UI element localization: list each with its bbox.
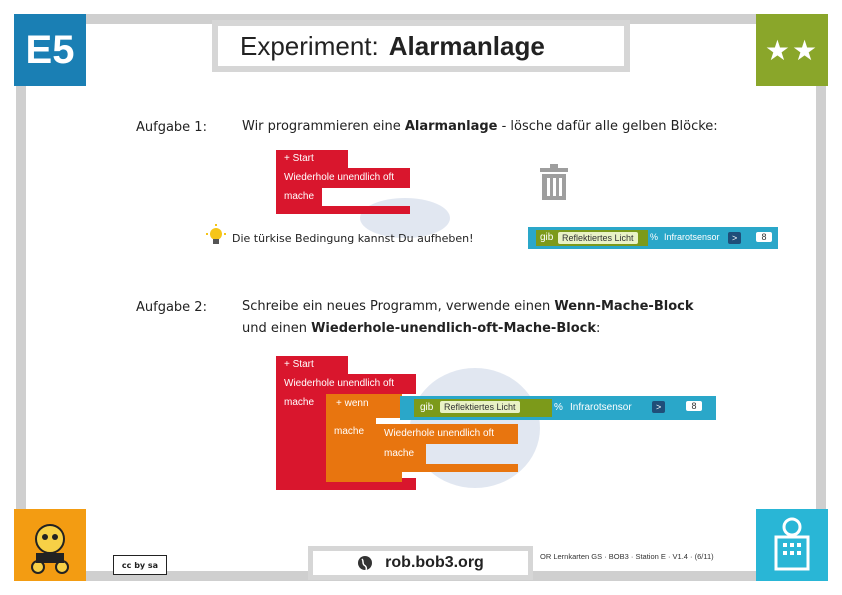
license-text: cc by sa (121, 560, 159, 570)
page-title: Experiment: Alarmanlage (212, 20, 630, 72)
difficulty-stars: ★★ (756, 14, 828, 86)
task2-line1-bold: Wenn-Mache-Block (554, 299, 694, 314)
inner-loop-block[interactable]: Wiederhole unendlich oft (376, 424, 518, 444)
url-text[interactable]: rob.bob3.org (385, 554, 484, 571)
task1-text: Wir programmieren eine Alarmanlage - lös… (242, 116, 718, 138)
title-name: Alarmanlage (388, 30, 545, 61)
task1-label: Aufgabe 1: (136, 120, 207, 135)
loop-do-label: mache (276, 188, 322, 206)
trash-icon[interactable] (536, 164, 572, 202)
sensor-label: Infrarotsensor (664, 232, 720, 242)
title-prefix: Experiment: (240, 30, 379, 61)
mascot-logo (14, 509, 86, 581)
threshold-input[interactable]: 8 (756, 232, 772, 242)
station-badge: E5 (14, 14, 86, 86)
footer-note: OR Lernkarten GS · BOB3 · Station E · V1… (540, 552, 714, 561)
loop-block-bottom (276, 206, 410, 214)
task2-line2-bold: Wiederhole-unendlich-oft-Mache-Block (311, 321, 596, 336)
threshold-input-2[interactable]: 8 (686, 401, 702, 411)
gib-label: gib (540, 232, 554, 243)
start-block-2[interactable]: + Start (276, 356, 348, 374)
if-block-bottom (326, 472, 402, 482)
if-do-label: mache (326, 418, 376, 472)
loop-block[interactable]: Wiederhole unendlich oft (276, 168, 410, 188)
task2-label: Aufgabe 2: (136, 300, 207, 315)
percent-label: % (650, 232, 659, 242)
hint-text: Die türkise Bedingung kannst Du aufheben… (232, 232, 474, 245)
gib-block-2: gib Reflektiertes Licht (414, 399, 552, 417)
gib-block: gib Reflektiertes Licht (536, 230, 648, 246)
inner-do-label: mache (376, 444, 426, 464)
license-badge: cc by sa (113, 555, 167, 575)
percent-label-2: % (554, 402, 563, 413)
sensor-label-2: Infrarotsensor (570, 402, 632, 413)
task2-line1-a: Schreibe ein neues Programm, verwende ei… (242, 299, 555, 314)
condition-block-2[interactable]: gib Reflektiertes Licht % Infrarotsensor… (400, 396, 716, 420)
start-block[interactable]: + Start (276, 150, 348, 168)
sensor-value-dropdown[interactable]: Reflektiertes Licht (558, 232, 638, 244)
globe-icon (358, 556, 373, 571)
task1-text-a: Wir programmieren eine (242, 119, 405, 134)
gib-label-2: gib (420, 402, 434, 413)
task2-line2-b: : (595, 321, 601, 336)
task2-text: Schreibe ein neues Programm, verwende ei… (242, 296, 693, 340)
task2-line2-a: und einen (242, 321, 312, 336)
robot-watermark (360, 198, 450, 238)
operator-dropdown-2[interactable]: > (652, 401, 666, 413)
lightbulb-icon (206, 224, 226, 244)
task1-text-b: - lösche dafür alle gelben Blöcke: (497, 119, 718, 134)
url-box[interactable]: rob.bob3.org (308, 546, 533, 580)
task1-text-bold: Alarmanlage (404, 119, 498, 134)
robot-logo (756, 509, 828, 581)
inner-loop-bottom (376, 464, 518, 472)
sensor-value-dropdown-2[interactable]: Reflektiertes Licht (440, 401, 520, 413)
loop-block-2[interactable]: Wiederhole unendlich oft (276, 374, 416, 394)
if-block[interactable]: + wenn (326, 394, 402, 418)
operator-dropdown[interactable]: > (728, 232, 742, 244)
loop-do-label-2: mache (276, 394, 326, 478)
condition-block[interactable]: gib Reflektiertes Licht % Infrarotsensor… (528, 227, 778, 249)
